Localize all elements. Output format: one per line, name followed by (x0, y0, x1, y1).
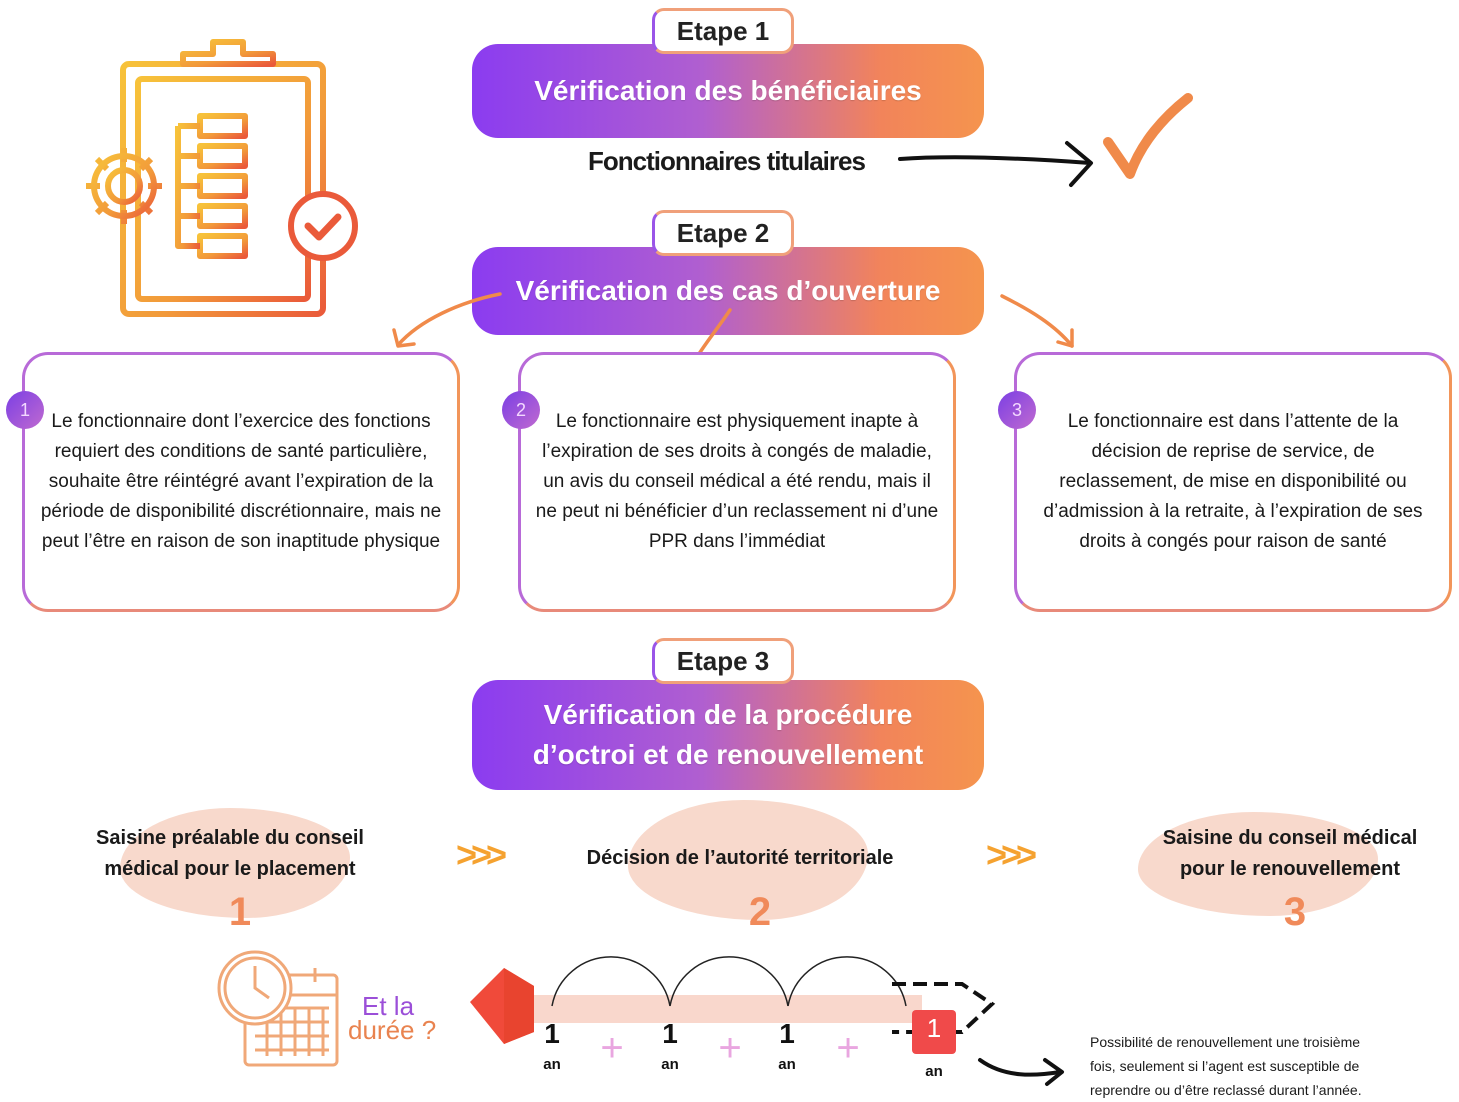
renewal-note-line3: reprendre ou d’être reclassé durant l’an… (1090, 1082, 1362, 1098)
timeline-unit-1: an (543, 1056, 561, 1073)
procedure-blob-3 (1138, 812, 1378, 916)
chevrons-icon-1: >>> (456, 834, 507, 875)
branch-arrows (392, 292, 1074, 393)
procedure-step-1: Saisine préalable du conseil médical pou… (60, 823, 400, 885)
timeline-plus-3: + (836, 1026, 860, 1070)
beneficiaries-text: Fonctionnaires titulaires (588, 146, 866, 176)
timeline-value-3: 1 (779, 1018, 795, 1049)
step2-label: Etape 2 (652, 210, 794, 256)
case-box-2: Le fonctionnaire est physiquement inapte… (518, 352, 956, 612)
procedure-step-2: Décision de l’autorité territoriale (560, 843, 920, 874)
case-number-3: 3 (998, 391, 1036, 429)
case-box-3: Le fonctionnaire est dans l’attente de l… (1014, 352, 1452, 612)
step2-title: Vérification des cas d’ouverture (515, 275, 941, 306)
step3-title-line1: Vérification de la procédure (543, 699, 913, 730)
arrow-right-icon (898, 141, 1093, 187)
procedure-step-3-line1: Saisine du conseil médical (1162, 827, 1418, 849)
renewal-note: Possibilité de renouvellement une troisi… (1090, 1030, 1450, 1102)
case-text-1: Le fonctionnaire dont l’exercice des fon… (40, 411, 442, 552)
duration-question: Et la durée ? (348, 991, 437, 1045)
timeline-plus-1: + (600, 1026, 624, 1070)
step1-banner: Vérification des bénéficiaires (472, 44, 984, 138)
duration-line1: Et la (362, 991, 415, 1021)
procedure-step-3-line2: pour le renouvellement (1179, 858, 1401, 880)
procedure-number-3: 3 (1283, 890, 1307, 934)
procedure-step-1-line1: Saisine préalable du conseil (96, 827, 364, 849)
procedure-step-1-line2: médical pour le placement (104, 858, 356, 880)
procedure-blob-2 (628, 800, 868, 920)
case-text-2: Le fonctionnaire est physiquement inapte… (535, 411, 939, 552)
case-number-2: 2 (502, 391, 540, 429)
clipboard-workflow-icon (86, 39, 358, 317)
procedure-step-2-line1: Décision de l’autorité territoriale (586, 847, 894, 869)
duration-line2: durée ? (348, 1015, 437, 1045)
procedure-number-1: 1 (228, 890, 252, 934)
step1-label: Etape 1 (652, 8, 794, 54)
step2-banner: Vérification des cas d’ouverture (472, 247, 984, 335)
step3-title-line2: d’octroi et de renouvellement (532, 739, 924, 770)
timeline-unit-2: an (661, 1056, 679, 1073)
timeline-plus-2: + (718, 1026, 742, 1070)
checkmark-icon (1103, 93, 1193, 179)
timeline-value-2: 1 (662, 1018, 678, 1049)
renewal-note-line1: Possibilité de renouvellement une troisi… (1090, 1034, 1361, 1050)
renewal-note-line2: fois, seulement si l’agent est susceptib… (1090, 1058, 1360, 1074)
step3-label: Etape 3 (652, 638, 794, 684)
renewal-arrow-icon (978, 1058, 1064, 1086)
extra-year-box (912, 1010, 956, 1054)
procedure-number-2: 2 (748, 890, 772, 934)
step3-banner: Vérification de la procédure d’octroi et… (472, 680, 984, 790)
case-number-1: 1 (6, 391, 44, 429)
procedure-step-3: Saisine du conseil médical pour le renou… (1130, 823, 1450, 885)
timeline-unit-3: an (778, 1056, 796, 1073)
timeline-value-4: 1 (926, 1013, 942, 1043)
procedure-blob-1 (120, 808, 350, 918)
timeline-unit-4: an (925, 1063, 943, 1080)
case-box-1: Le fonctionnaire dont l’exercice des fon… (22, 352, 460, 612)
step1-title: Vérification des bénéficiaires (534, 75, 922, 106)
case-text-3: Le fonctionnaire est dans l’attente de l… (1043, 411, 1423, 552)
timeline-value-1: 1 (544, 1018, 560, 1049)
clock-calendar-icon (217, 950, 339, 1067)
chevrons-icon-2: >>> (986, 834, 1037, 875)
